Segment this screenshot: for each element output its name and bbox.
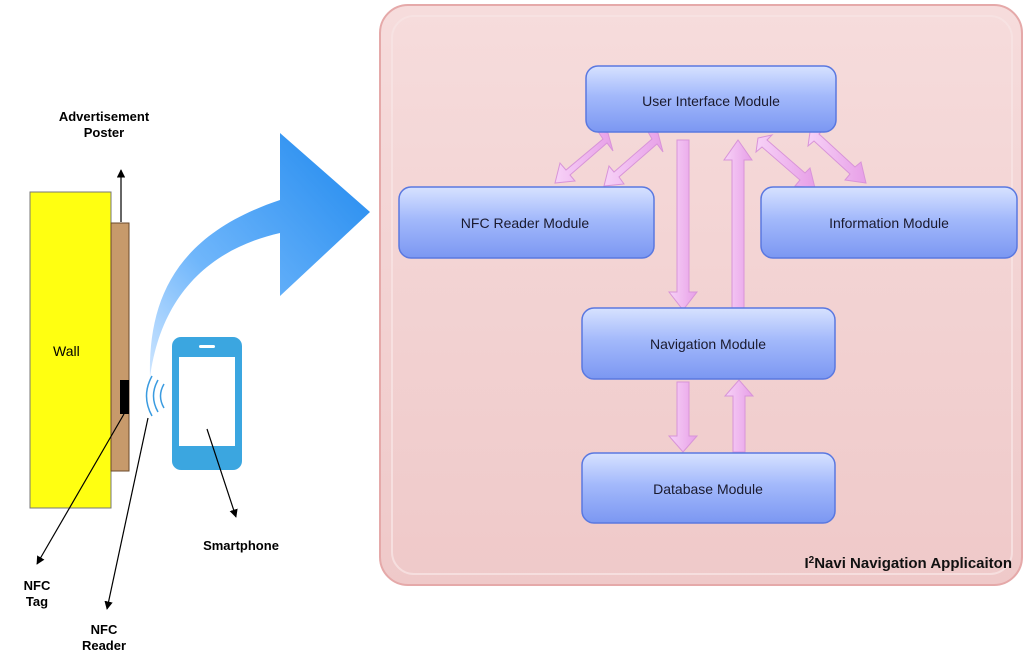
flow-arrow-icon: [149, 133, 370, 378]
navigation-module: Navigation Module: [581, 307, 836, 380]
nfc-tag-label-line1: NFC: [24, 578, 51, 593]
advertisement-poster: [110, 222, 130, 472]
smartphone-label: Smartphone: [203, 538, 279, 553]
nfc-reader-pointer-arrow: [104, 417, 149, 610]
nfc-reader-module-label: NFC Reader Module: [461, 215, 590, 231]
user-interface-module-label: User Interface Module: [642, 93, 780, 109]
smartphone-icon: [172, 337, 242, 470]
database-module-label: Database Module: [653, 481, 763, 497]
information-module: Information Module: [760, 186, 1018, 259]
nfc-tag: [120, 380, 129, 414]
wireless-signal-icon: [145, 375, 165, 417]
database-to-navigation-arrow: [723, 379, 755, 453]
connector-arrows: [554, 128, 867, 453]
database-module: Database Module: [581, 452, 836, 524]
application-title: I2Navi Navigation Applicaiton: [804, 555, 1012, 573]
module-boxes: User Interface Module NFC Reader Module …: [398, 65, 1018, 524]
wall: [29, 191, 112, 509]
information-module-label: Information Module: [829, 215, 949, 231]
poster-label-line2: Poster: [84, 125, 124, 140]
smartphone-pointer-arrow: [206, 428, 238, 518]
nfc-reader-label-line2: Reader: [82, 638, 126, 653]
ui-to-navigation-arrow: [667, 139, 699, 311]
wall-label: Wall: [53, 343, 80, 359]
user-interface-module: User Interface Module: [585, 65, 837, 133]
nfc-tag-pointer-arrow: [36, 413, 125, 565]
application-panel: I2Navi Navigation Applicaiton: [379, 4, 1023, 586]
navigation-to-database-arrow: [667, 381, 699, 453]
navigation-module-label: Navigation Module: [650, 336, 766, 352]
nfc-tag-label-line2: Tag: [26, 594, 48, 609]
navigation-to-ui-arrow: [723, 139, 753, 311]
left-scene: Wall Advertisement Poster NFC Tag NFC Re…: [24, 109, 370, 653]
ui-nfc-reader-arrow-1: [554, 129, 614, 184]
nfc-reader-module: NFC Reader Module: [398, 186, 655, 259]
ui-nfc-reader-arrow-2: [603, 129, 664, 187]
poster-label-line1: Advertisement: [59, 109, 150, 124]
nfc-reader-label-line1: NFC: [91, 622, 118, 637]
